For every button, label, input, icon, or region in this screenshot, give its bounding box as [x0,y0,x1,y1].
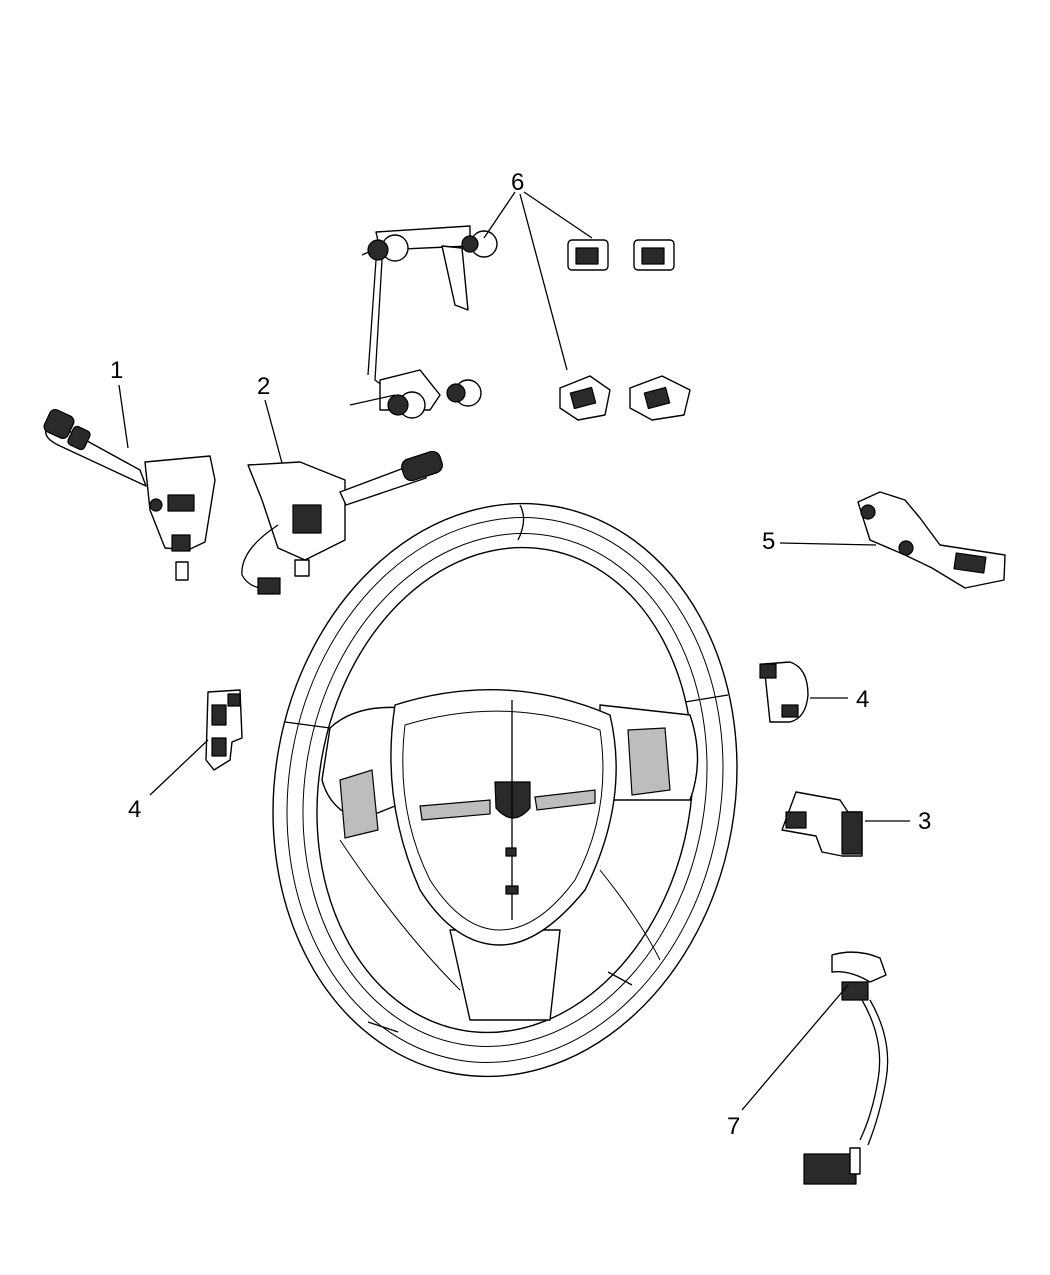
steering-wheel [272,502,738,1078]
callout-4-left: 4 [128,796,141,823]
callout-5: 5 [762,528,775,555]
callout-3: 3 [918,808,931,835]
multifunction-switch-right [241,450,443,595]
callout-2: 2 [257,373,270,400]
steering-wheel-switch-left [205,689,243,771]
leader-lines [118,191,910,1111]
switch-bracket-assembly [349,225,498,419]
steering-wheel-switch-right [759,661,809,723]
steering-switch-module [781,791,863,857]
callout-6: 6 [511,169,524,196]
callout-1: 1 [110,357,123,384]
mounting-clips [559,239,691,421]
callout-7: 7 [727,1113,740,1140]
callout-labels: 1 2 3 4 4 5 6 7 [110,169,931,1140]
multifunction-switch-left [43,409,216,581]
callout-4-right: 4 [856,686,869,713]
wiring-harness [803,951,889,1185]
steering-column-bracket [857,491,1006,589]
